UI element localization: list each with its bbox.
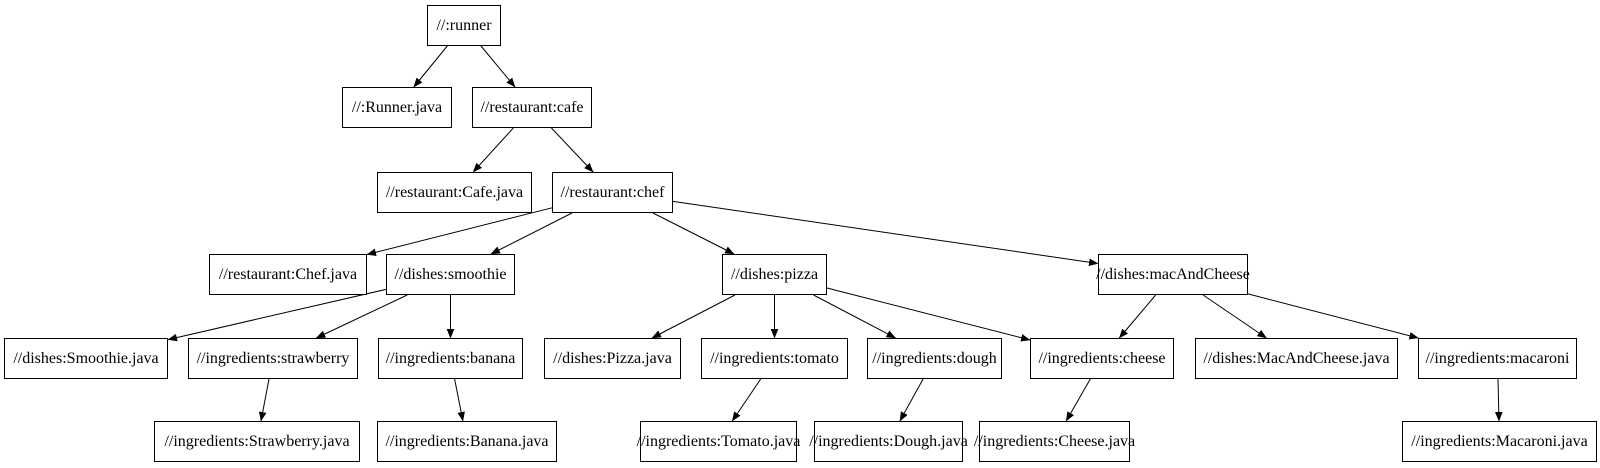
graph-node-dough: //ingredients:dough <box>867 338 1002 379</box>
edge-pizza-to-pizza-java <box>651 294 736 339</box>
graph-node-macaroni-java: //ingredients:Macaroni.java <box>1402 421 1597 462</box>
graph-node-runner-java: //:Runner.java <box>342 87 452 128</box>
edge-dough-to-dough-java <box>899 378 924 422</box>
edge-chef-to-pizza <box>652 212 735 255</box>
graph-node-mac-and-cheese-java: //dishes:MacAndCheese.java <box>1195 338 1398 379</box>
edge-chef-to-mac-and-cheese <box>672 200 1099 266</box>
edge-pizza-to-cheese <box>826 287 1031 342</box>
edge-smoothie-to-smoothie-java <box>167 288 387 342</box>
edge-tomato-to-tomato-java <box>731 378 762 422</box>
graph-node-cafe: //restaurant:cafe <box>472 87 592 128</box>
graph-node-banana-java: //ingredients:Banana.java <box>377 421 557 462</box>
edge-pizza-to-dough <box>813 294 896 339</box>
edge-chef-to-smoothie <box>490 212 573 255</box>
graph-node-chef: //restaurant:chef <box>552 172 673 213</box>
graph-node-smoothie-java: //dishes:Smoothie.java <box>4 338 168 379</box>
edge-mac-and-cheese-to-cheese <box>1118 294 1157 339</box>
graph-node-macaroni: //ingredients:macaroni <box>1418 338 1577 379</box>
edge-mac-and-cheese-to-mac-and-cheese-java <box>1202 294 1267 339</box>
graph-node-pizza-java: //dishes:Pizza.java <box>544 338 681 379</box>
edge-strawberry-to-strawberry-java <box>258 378 270 422</box>
edge-mac-and-cheese-to-macaroni <box>1247 293 1419 340</box>
graph-node-tomato-java: //ingredients:Tomato.java <box>637 421 800 462</box>
graph-node-dough-java: //ingredients:Dough.java <box>809 421 968 462</box>
graph-node-strawberry-java: //ingredients:Strawberry.java <box>154 421 360 462</box>
graph-node-strawberry: //ingredients:strawberry <box>188 338 358 379</box>
graph-node-runner: //:runner <box>427 5 501 46</box>
graph-node-pizza: //dishes:pizza <box>722 254 827 295</box>
graph-node-mac-and-cheese: //dishes:macAndCheese <box>1096 254 1250 295</box>
graph-node-cheese-java: //ingredients:Cheese.java <box>974 421 1135 462</box>
edge-runner-to-cafe <box>480 45 516 88</box>
edge-macaroni-to-macaroni-java <box>1494 378 1503 422</box>
graph-node-chef-java: //restaurant:Chef.java <box>209 254 367 295</box>
graph-node-tomato: //ingredients:tomato <box>701 338 848 379</box>
graph-node-smoothie: //dishes:smoothie <box>386 254 515 295</box>
edge-runner-to-runner-java <box>413 45 448 88</box>
edge-banana-to-banana-java <box>454 378 465 422</box>
edge-cafe-to-chef <box>551 127 594 173</box>
edge-chef-to-chef-java <box>366 207 553 256</box>
edge-cheese-to-cheese-java <box>1065 378 1091 422</box>
edge-smoothie-to-strawberry <box>315 294 408 339</box>
graph-node-banana: //ingredients:banana <box>378 338 523 379</box>
graph-node-cheese: //ingredients:cheese <box>1030 338 1174 379</box>
edge-cafe-to-cafe-java <box>472 127 514 173</box>
graph-node-cafe-java: //restaurant:Cafe.java <box>377 172 532 213</box>
